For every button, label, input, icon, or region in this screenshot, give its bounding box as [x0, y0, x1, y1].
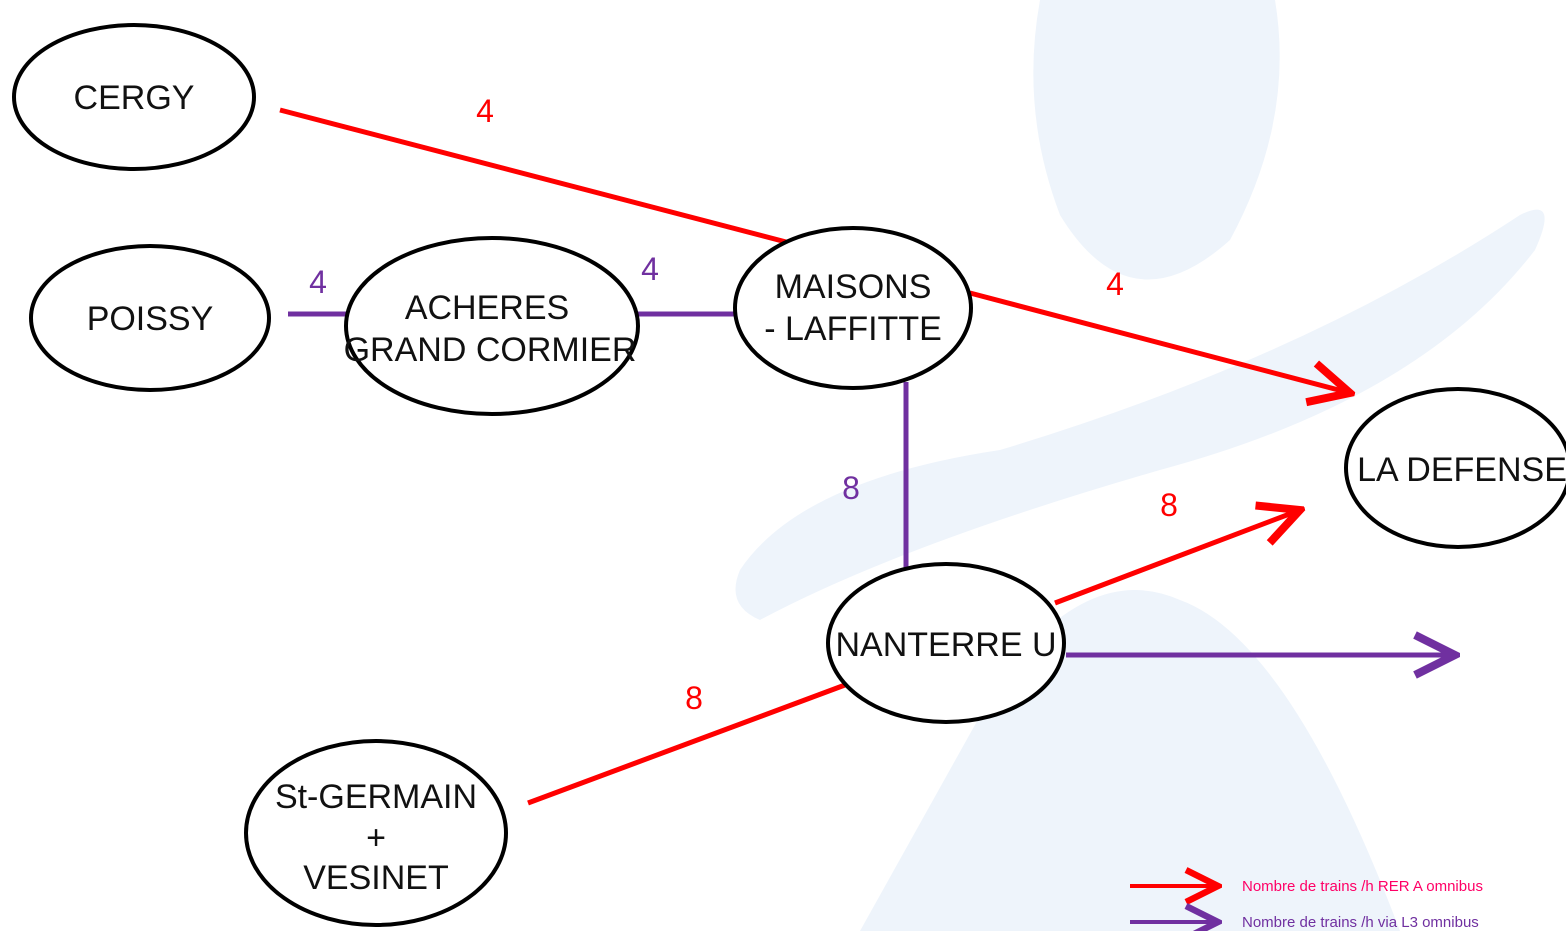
node-maisons-label-line2: - LAFFITTE	[764, 310, 942, 348]
edge-label-stgermain-nanterre: 8	[685, 680, 703, 716]
node-st-germain-label-line3: VESINET	[303, 859, 448, 897]
node-poissy-ellipse	[29, 244, 271, 392]
edge-label-maisons-nanterre: 8	[842, 470, 860, 506]
node-la-defense: LA DEFENSE	[1344, 387, 1566, 549]
node-nanterre-u-label: NANTERRE U	[835, 626, 1056, 664]
edge-label-acheres-maisons: 4	[641, 251, 659, 287]
watermark-arm-shape	[735, 209, 1545, 620]
watermark-head-shape	[1033, 0, 1280, 280]
node-st-germain-label-line1: St-GERMAIN	[275, 778, 477, 816]
watermark-logo-icon	[735, 0, 1545, 931]
node-acheres-label-line2: GRAND CORMIER	[344, 331, 637, 369]
node-acheres: ACHERES GRAND CORMIER	[344, 236, 640, 416]
node-poissy-label: POISSY	[87, 300, 214, 338]
edge-label-cergy-maisons: 4	[476, 93, 494, 129]
node-la-defense-ellipse	[1344, 387, 1566, 549]
node-nanterre-u-ellipse	[826, 562, 1066, 724]
node-maisons-laffitte-ellipse	[733, 226, 973, 390]
node-maisons-label-line1: MAISONS	[775, 268, 932, 306]
node-nanterre-u: NANTERRE U	[826, 562, 1066, 724]
legend-rer-a-label: Nombre de trains /h RER A omnibus	[1242, 878, 1483, 895]
node-st-germain-vesinet-ellipse	[244, 739, 508, 927]
edge-nanterre-defense	[1054, 510, 1300, 606]
node-st-germain-vesinet: St-GERMAIN + VESINET	[244, 739, 508, 927]
node-cergy-label: CERGY	[74, 79, 195, 117]
watermark-leg-shape	[860, 590, 1400, 931]
node-poissy: POISSY	[29, 244, 271, 392]
node-maisons-laffitte: MAISONS - LAFFITTE	[733, 226, 973, 390]
edge-label-nanterre-defense: 8	[1160, 487, 1178, 523]
node-la-defense-label: LA DEFENSE	[1357, 451, 1566, 489]
node-st-germain-label-line2: +	[366, 819, 386, 857]
legend-l3-label: Nombre de trains /h via L3 omnibus	[1242, 914, 1479, 931]
edge-cergy-maisons	[279, 107, 791, 246]
edge-maisons-defense	[969, 290, 1350, 393]
edge-label-poissy-acheres: 4	[309, 264, 327, 300]
edge-stgermain-nanterre	[527, 682, 846, 806]
node-acheres-ellipse	[344, 236, 640, 416]
edge-label-maisons-defense: 4	[1106, 266, 1124, 302]
legend: Nombre de trains /h RER A omnibus Nombre…	[1130, 878, 1483, 931]
node-acheres-label-line1: ACHERES	[405, 289, 569, 327]
node-cergy-ellipse	[12, 23, 256, 171]
node-cergy: CERGY	[12, 23, 256, 171]
